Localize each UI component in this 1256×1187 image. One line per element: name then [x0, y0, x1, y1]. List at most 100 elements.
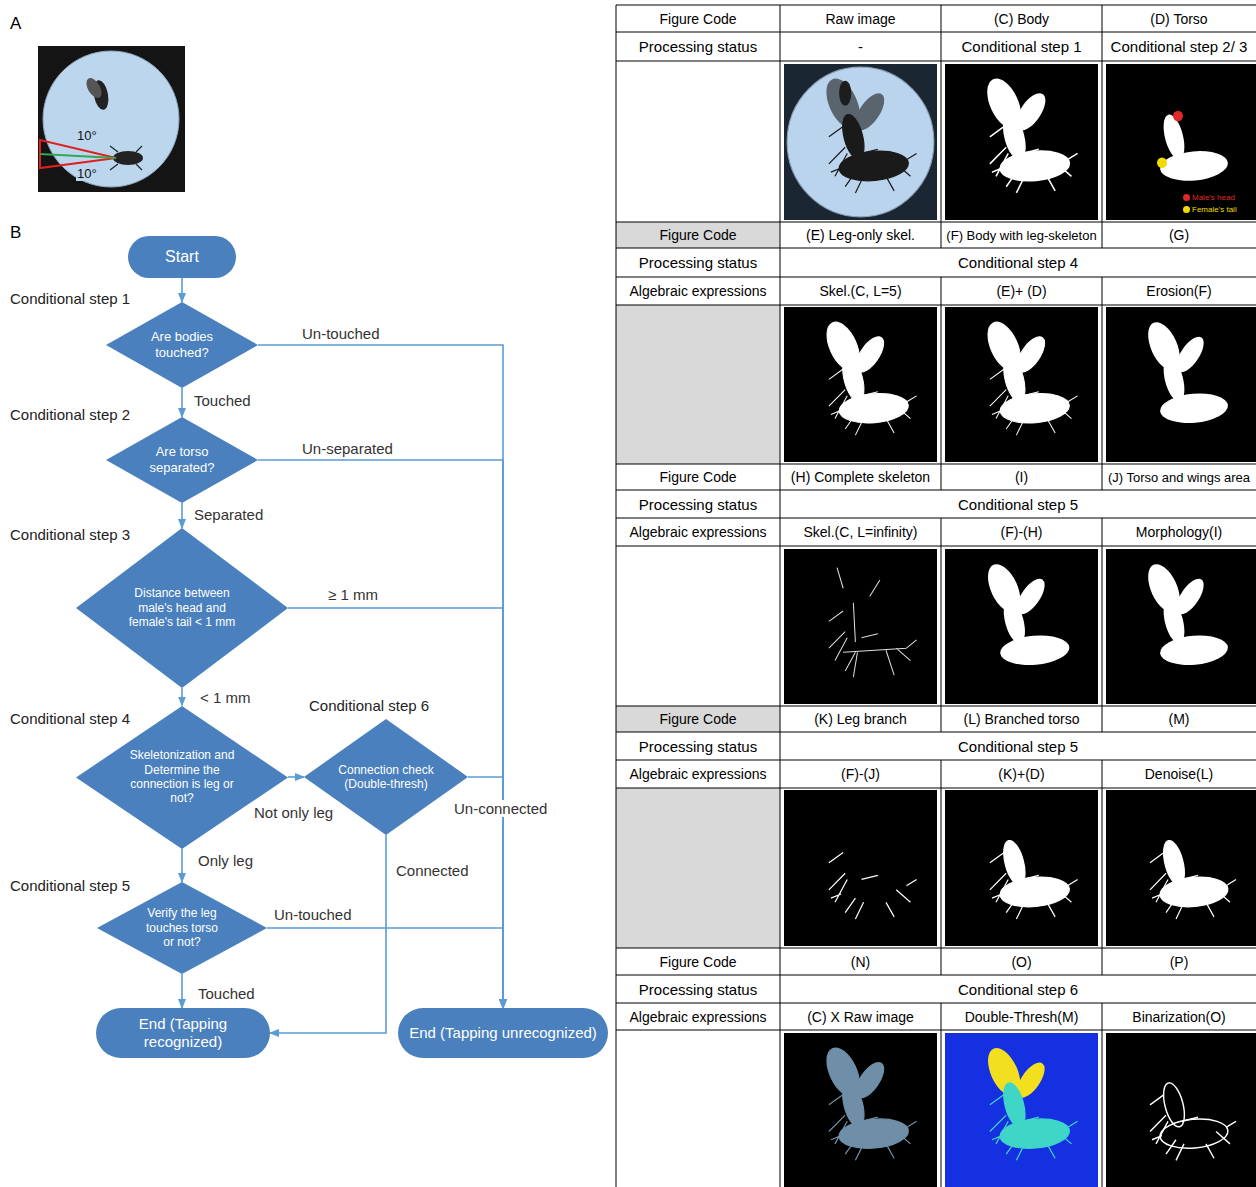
end-terminal: End (Tapping recognized) [96, 1008, 270, 1058]
legend-entry: Female's tail [1192, 204, 1237, 215]
cell-text: Figure Code [659, 227, 736, 243]
cell-text: Processing status [639, 981, 757, 998]
table-cell: Conditional step 5 [781, 733, 1255, 759]
flow-arrow [258, 460, 503, 1008]
decision-diamond: Distance between male's head and female'… [76, 528, 288, 688]
cell-text: (I) [1015, 469, 1028, 485]
cell-text: Algebraic expressions [630, 524, 767, 540]
table-cell: Figure Code [617, 223, 779, 247]
flow-arrow [267, 928, 503, 1008]
flow-arrow [258, 345, 503, 1008]
cell-text: (F)-(J) [841, 766, 880, 782]
label-text: Conditional step 3 [10, 526, 130, 543]
table-cell: Algebraic expressions [617, 761, 779, 787]
cell-text: Conditional step 5 [958, 738, 1078, 755]
cell-text: Morphology(I) [1136, 524, 1222, 540]
cell-text: Processing status [639, 496, 757, 513]
table-cell: Raw image [781, 6, 940, 31]
node-text: End (Tapping recognized) [103, 1015, 263, 1051]
node-text: End (Tapping unrecognized) [408, 1024, 598, 1042]
cell-text: Conditional step 1 [961, 38, 1081, 55]
flow-arrow [181, 974, 183, 1008]
step-label: Conditional step 1 [10, 290, 130, 307]
edge-label: Un-separated [300, 440, 395, 457]
table-cell: Processing status [617, 491, 779, 517]
table-cell: (G) [1103, 223, 1255, 247]
table-cell: (K) Leg branch [781, 707, 940, 731]
label-text: A [10, 14, 21, 34]
table-cell: Algebraic expressions [617, 278, 779, 304]
label-text: 10° [76, 166, 98, 181]
edge-label: ≥ 1 mm [326, 586, 380, 603]
cell-text: Raw image [825, 11, 895, 27]
step-label: Conditional step 5 [10, 877, 130, 894]
cell-text: (E) Leg-only skel. [806, 227, 915, 243]
cell-text: Figure Code [659, 469, 736, 485]
panel-letter: A [10, 14, 21, 34]
flow-arrow [181, 849, 183, 883]
legend-text: Female's tail [1192, 204, 1237, 215]
table-cell: Denoise(L) [1103, 761, 1255, 787]
edge-label: Touched [196, 985, 257, 1002]
cell-text: Erosion(F) [1146, 283, 1211, 299]
table-cell: Processing status [617, 733, 779, 759]
angle-label: 10° [76, 128, 98, 143]
step-label: Conditional step 4 [10, 710, 130, 727]
cell-text: Conditional step 4 [958, 254, 1078, 271]
edge-label: < 1 mm [198, 689, 252, 706]
cell-text: Skel.(C, L=5) [819, 283, 901, 299]
flow-arrow [181, 688, 183, 706]
edge-label: Un-touched [300, 325, 382, 342]
legend-swatch [1183, 194, 1190, 201]
node-text: Are bodies touched? [142, 329, 222, 360]
table-cell: Conditional step 4 [781, 249, 1255, 276]
label-text: Conditional step 1 [10, 290, 130, 307]
edge-label-text: Un-connected [452, 800, 549, 817]
edge-label: Un-connected [452, 800, 549, 817]
decision-diamond: Are bodies touched? [106, 302, 258, 388]
edge-label: Connected [394, 862, 471, 879]
label-text: B [10, 223, 21, 243]
table-cell: (L) Branched torso [942, 707, 1101, 731]
cell-text: Algebraic expressions [630, 283, 767, 299]
table-cell: Algebraic expressions [617, 519, 779, 545]
edge-label-text: Un-separated [300, 440, 395, 457]
table-cell: (H) Complete skeleton [781, 465, 940, 489]
table-cell: (F)-(J) [781, 761, 940, 787]
edge-label-text: Not only leg [252, 804, 335, 821]
end-terminal: End (Tapping unrecognized) [398, 1008, 608, 1058]
cell-text: Double-Thresh(M) [965, 1009, 1079, 1025]
cell-text: (C) X Raw image [807, 1009, 914, 1025]
edge-label-text: Separated [192, 506, 265, 523]
cell-text: Conditional step 2/ 3 [1111, 38, 1248, 55]
cell-text: Skel.(C, L=infinity) [804, 524, 918, 540]
table-cell: Skel.(C, L=5) [781, 278, 940, 304]
node-text: Connection check (Double-thresh) [336, 763, 436, 792]
table-cell: (N) [781, 949, 940, 974]
table-cell: Processing status [617, 249, 779, 276]
flow-arrow [181, 388, 183, 417]
table-cell: (E) Leg-only skel. [781, 223, 940, 247]
table-cell: Morphology(I) [1103, 519, 1255, 545]
cell-text: (L) Branched torso [964, 711, 1080, 727]
node-text: Verify the leg touches torso or not? [139, 906, 225, 949]
label-text: Conditional step 2 [10, 406, 130, 423]
cell-text: Binarization(O) [1132, 1009, 1225, 1025]
table-cell: Conditional step 5 [781, 491, 1255, 517]
panel-letter: B [10, 223, 21, 243]
table-cell: Figure Code [617, 6, 779, 31]
label-text: Conditional step 5 [10, 877, 130, 894]
cell-text: (C) Body [994, 11, 1049, 27]
flow-arrow [181, 503, 183, 528]
decision-diamond: Verify the leg touches torso or not? [97, 882, 267, 974]
cell-text: Figure Code [659, 11, 736, 27]
table-cell: (D) Torso [1103, 6, 1255, 31]
cell-text: (N) [851, 954, 870, 970]
table-cell: Conditional step 1 [942, 33, 1101, 60]
cell-text: Processing status [639, 254, 757, 271]
node-text: Are torso separated? [142, 444, 222, 475]
cell-text: Processing status [639, 38, 757, 55]
edge-label-text: Only leg [196, 852, 255, 869]
table-cell: (F) Body with leg-skeleton [942, 223, 1101, 247]
table-cell: Processing status [617, 33, 779, 60]
